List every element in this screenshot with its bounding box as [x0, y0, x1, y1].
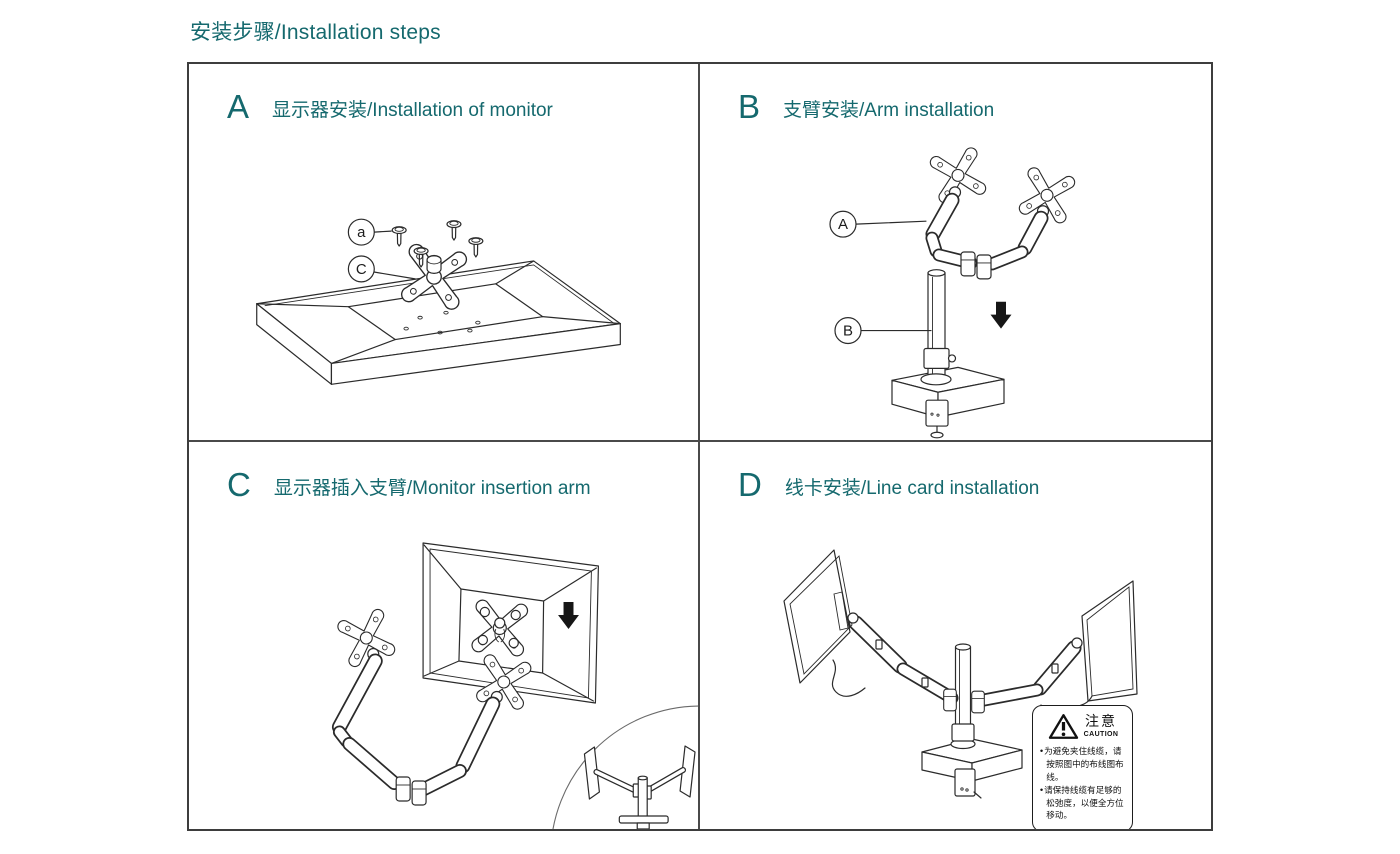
- callout-arm: A: [829, 210, 927, 238]
- arm-installation-diagram: A B: [829, 146, 1077, 439]
- left-monitor-cable: [831, 659, 866, 697]
- right-arm: [971, 640, 1082, 714]
- caution-header: 注意 CAUTION: [1039, 713, 1127, 740]
- caution-titles: 注意 CAUTION: [1083, 713, 1119, 739]
- caution-box: 注意 CAUTION •为避免夹住线缆，请按照图中的布线图布线。 •请保持线缆有…: [1032, 705, 1133, 829]
- left-arm: [848, 615, 959, 712]
- panel-c-monitor-insertion: C 显示器插入支臂/Monitor insertion arm: [189, 442, 700, 829]
- down-arrow-icon: [990, 301, 1012, 329]
- callout-arm-label: A: [838, 216, 848, 233]
- center-pole: [950, 643, 982, 799]
- caution-title-cn: 注意: [1085, 713, 1117, 730]
- panel-a-installation-of-monitor: A 显示器安装/Installation of monitor: [189, 64, 700, 442]
- panel-c-title: 显示器插入支臂/Monitor insertion arm: [273, 478, 591, 499]
- cable-routing-diagram: [783, 549, 1138, 799]
- panel-c-header: C 显示器插入支臂/Monitor insertion arm: [227, 468, 591, 501]
- panel-a-title: 显示器安装/Installation of monitor: [272, 100, 553, 121]
- vesa-adapter-plate: [399, 242, 469, 312]
- panel-d-title: 线卡安装/Line card installation: [784, 478, 1040, 499]
- callout-pole-label: B: [843, 323, 853, 340]
- panel-d-line-card-installation: D 线卡安装/Line card installation: [700, 442, 1211, 829]
- caution-title-en: CAUTION: [1083, 731, 1119, 739]
- installation-steps-grid: A 显示器安装/Installation of monitor: [187, 62, 1213, 831]
- callout-a: a: [347, 218, 392, 246]
- panel-c-letter: C: [227, 466, 251, 503]
- dual-arm-assembly: [925, 146, 1077, 280]
- panel-b-arm-installation: B 支臂安装/Arm installation: [700, 64, 1211, 442]
- warning-triangle-icon: [1048, 714, 1078, 739]
- left-monitor: [783, 549, 866, 697]
- callout-c-label: C: [356, 261, 367, 278]
- assembled-view-inset: [552, 705, 698, 829]
- page-title: 安装步骤/Installation steps: [190, 21, 441, 44]
- panel-a-letter: A: [227, 88, 250, 125]
- panel-a-header: A 显示器安装/Installation of monitor: [227, 90, 553, 123]
- monitor-insertion-diagram: [331, 542, 698, 829]
- right-monitor: [1040, 580, 1138, 717]
- caution-bullet-1: •为避免夹住线缆，请按照图中的布线图布线。: [1039, 747, 1124, 783]
- callout-c: C: [347, 255, 416, 283]
- panel-b-header: B 支臂安装/Arm installation: [738, 90, 994, 123]
- panel-b-letter: B: [738, 88, 761, 125]
- monitor-back-diagram: a C: [256, 218, 621, 385]
- cable-clips: [875, 639, 1059, 688]
- callout-a-label: a: [357, 224, 366, 241]
- pole-and-desk-clamp: [891, 269, 1005, 439]
- panel-b-title: 支臂安装/Arm installation: [783, 100, 995, 121]
- monitor-back-panel: [256, 260, 621, 385]
- caution-bullet-2: •请保持线缆有足够的松弛度，以便全方位移动。: [1039, 785, 1124, 822]
- panel-d-header: D 线卡安装/Line card installation: [738, 468, 1039, 501]
- dual-arms-waiting: [331, 607, 533, 806]
- panel-d-letter: D: [738, 466, 762, 503]
- callout-pole: B: [834, 317, 932, 345]
- caution-body: •为避免夹住线缆，请按照图中的布线图布线。 •请保持线缆有足够的松弛度，以便全方…: [1039, 746, 1127, 823]
- vesa-plate-on-monitor: [470, 598, 529, 658]
